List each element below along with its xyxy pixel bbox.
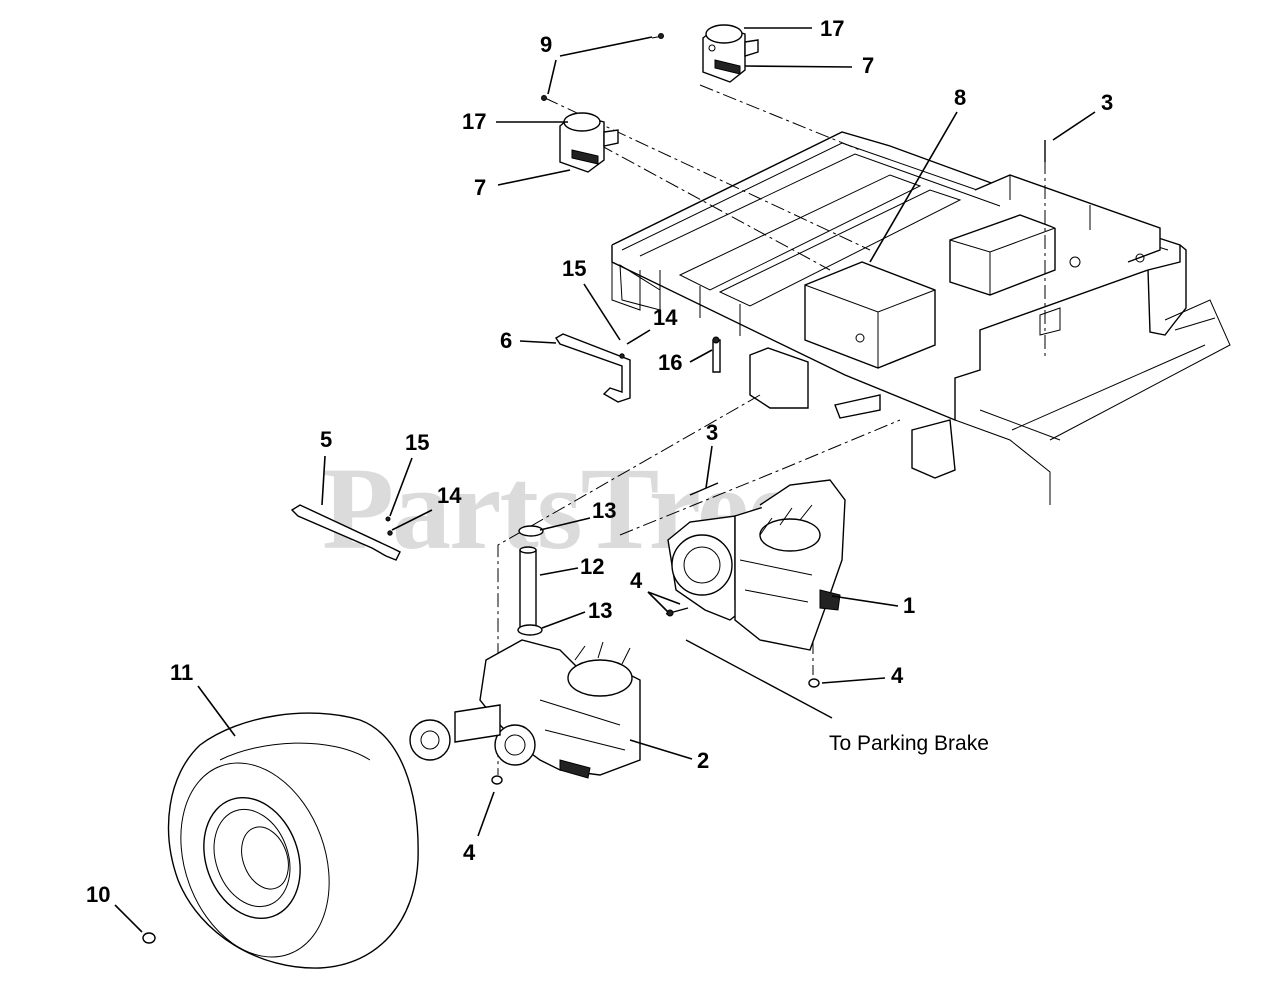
spacer-12 [519,546,537,633]
callout-13: 13 [592,498,616,523]
callout-13: 13 [588,598,612,623]
callout-3: 3 [706,420,718,445]
bolt-3-lower [689,482,719,496]
callout-17: 17 [462,109,486,134]
parking-brake-rod [685,639,833,719]
transaxle-right [667,479,846,651]
callout-15: 15 [405,430,429,455]
nut-4-left [491,775,503,785]
callout-2: 2 [697,748,709,773]
wheel-tire [167,712,419,969]
nut-4-right [808,678,820,688]
callout-10: 10 [86,882,110,907]
callout-6: 6 [500,328,512,353]
callout-14: 14 [653,305,678,330]
callout-4: 4 [630,568,643,593]
callout-16: 16 [658,350,682,375]
leader-lines [114,27,1096,933]
callout-15: 15 [562,256,586,281]
bolt-4-right [665,607,689,617]
damper-top [702,24,759,83]
bolt-9 [541,33,664,101]
parking-brake-note: To Parking Brake [829,732,989,755]
callout-5: 5 [320,427,332,452]
callout-4: 4 [891,663,904,688]
callout-1: 1 [903,593,915,618]
callout-7: 7 [474,175,486,200]
washer-13-lower [517,624,543,636]
transaxle-left [409,639,641,779]
callout-7: 7 [862,53,874,78]
callout-14: 14 [437,483,462,508]
callout-4: 4 [463,840,476,865]
callouts: 9 17 7 17 7 8 3 15 14 6 16 5 15 14 3 13 … [86,16,1113,907]
lug-nut-10 [142,932,156,944]
callout-11: 11 [170,660,193,685]
washer-13-upper [518,525,544,537]
callout-8: 8 [954,85,966,110]
damper-left [559,112,619,173]
callout-12: 12 [580,554,604,579]
pin-16 [712,336,721,373]
chassis-frame [611,131,1231,505]
callout-9: 9 [540,32,552,57]
callout-17: 17 [820,16,844,41]
bracket-6 [555,333,631,403]
bracket-5 [290,504,401,561]
callout-3: 3 [1101,90,1113,115]
